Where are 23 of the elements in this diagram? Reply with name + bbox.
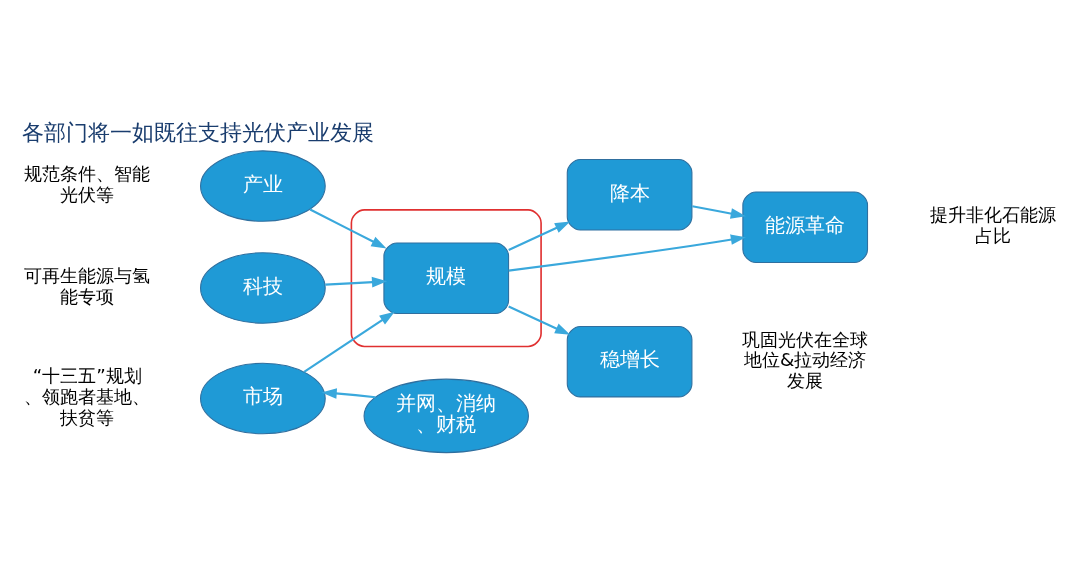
node-box: 能源革命 — [742, 191, 869, 263]
arrow — [508, 233, 746, 272]
node-box: 稳增长 — [566, 325, 693, 397]
node-label: 可再生能源与氢能专项 — [24, 264, 151, 307]
node-label: 规范条件、智能光伏等 — [24, 162, 151, 205]
node-ellipse: 市场 — [200, 362, 326, 434]
node-label: 提升非化石能源占比 — [929, 203, 1056, 246]
node-box: 规模 — [383, 241, 510, 314]
node-box: 降本 — [566, 158, 693, 230]
node-label: 巩固光伏在全球地位&拉动经济发展 — [742, 328, 869, 391]
arrow — [325, 276, 388, 287]
cluster — [350, 208, 542, 347]
node-ellipse: 产业 — [200, 149, 326, 222]
arrow — [692, 204, 746, 219]
arrow — [508, 305, 571, 335]
node-label: “十三五”规划、领跑者基地、扶贫等 — [24, 364, 151, 428]
arrow — [508, 221, 571, 251]
arrow — [303, 311, 395, 373]
node-ellipse: 并网、消纳、财税 — [363, 378, 529, 453]
arrow — [321, 387, 376, 399]
arrow — [309, 208, 387, 248]
diagram-title: 各部门将一如既往支持光伏产业发展 — [21, 119, 374, 145]
node-ellipse: 科技 — [200, 251, 326, 324]
